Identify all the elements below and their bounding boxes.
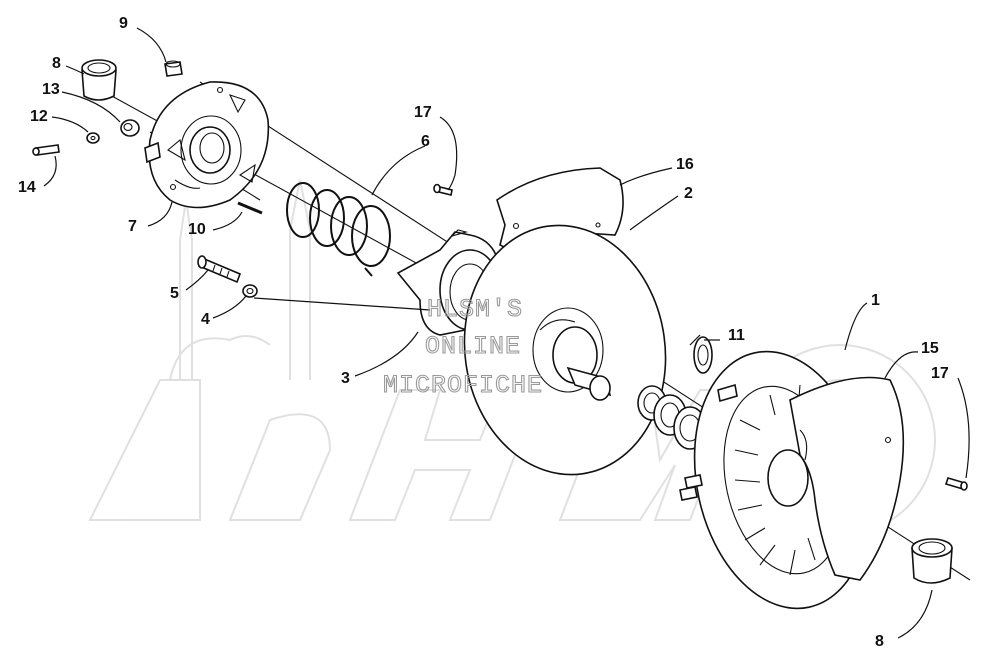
callout-11: 11 — [728, 327, 745, 344]
part-17-screw-lower — [944, 477, 968, 491]
callout-13: 13 — [42, 81, 60, 98]
part-2-stationary-sheave — [463, 224, 667, 476]
callout-16: 16 — [676, 156, 694, 173]
callout-labels: 9 8 13 12 14 7 10 17 6 16 2 5 4 3 11 1 1… — [18, 15, 949, 650]
part-10-roll-pin — [237, 201, 263, 215]
callout-9: 9 — [119, 15, 128, 32]
part-13-roller — [120, 119, 140, 137]
callout-17-top: 17 — [414, 104, 432, 121]
part-15-shield — [789, 376, 905, 581]
callout-7: 7 — [128, 218, 137, 235]
part-7-cover-plate — [144, 81, 270, 209]
center-watermark: HLSM'S ONLINE MICROFICHE — [382, 294, 543, 400]
part-9-nut — [164, 60, 183, 77]
part-8-bushing-right — [911, 538, 953, 584]
callout-5: 5 — [170, 285, 179, 302]
callout-14: 14 — [18, 179, 36, 196]
callout-12: 12 — [30, 108, 48, 125]
callout-15: 15 — [921, 340, 939, 357]
callout-3: 3 — [341, 370, 350, 387]
watermark-line-2: ONLINE — [425, 332, 521, 361]
callout-leaders — [43, 27, 970, 639]
callout-2: 2 — [684, 185, 693, 202]
callout-10: 10 — [188, 221, 206, 238]
part-11-washers — [637, 336, 713, 450]
callout-8-top: 8 — [52, 55, 61, 72]
callout-8-bottom: 8 — [875, 633, 884, 650]
part-6-spring — [286, 182, 391, 277]
watermark-line-1: HLSM'S — [427, 295, 523, 324]
part-12-washer — [86, 132, 100, 144]
part-8-bushing-left — [81, 59, 117, 101]
callout-6: 6 — [421, 133, 430, 150]
callout-17-right: 17 — [931, 365, 949, 382]
part-5-bolt — [197, 255, 242, 284]
callout-4: 4 — [201, 311, 210, 328]
part-4-nut — [242, 284, 258, 298]
part-14-pin — [32, 144, 60, 156]
callout-1: 1 — [871, 292, 880, 309]
watermark-line-3: MICROFICHE — [383, 371, 543, 400]
part-17-screw-upper — [433, 183, 453, 196]
